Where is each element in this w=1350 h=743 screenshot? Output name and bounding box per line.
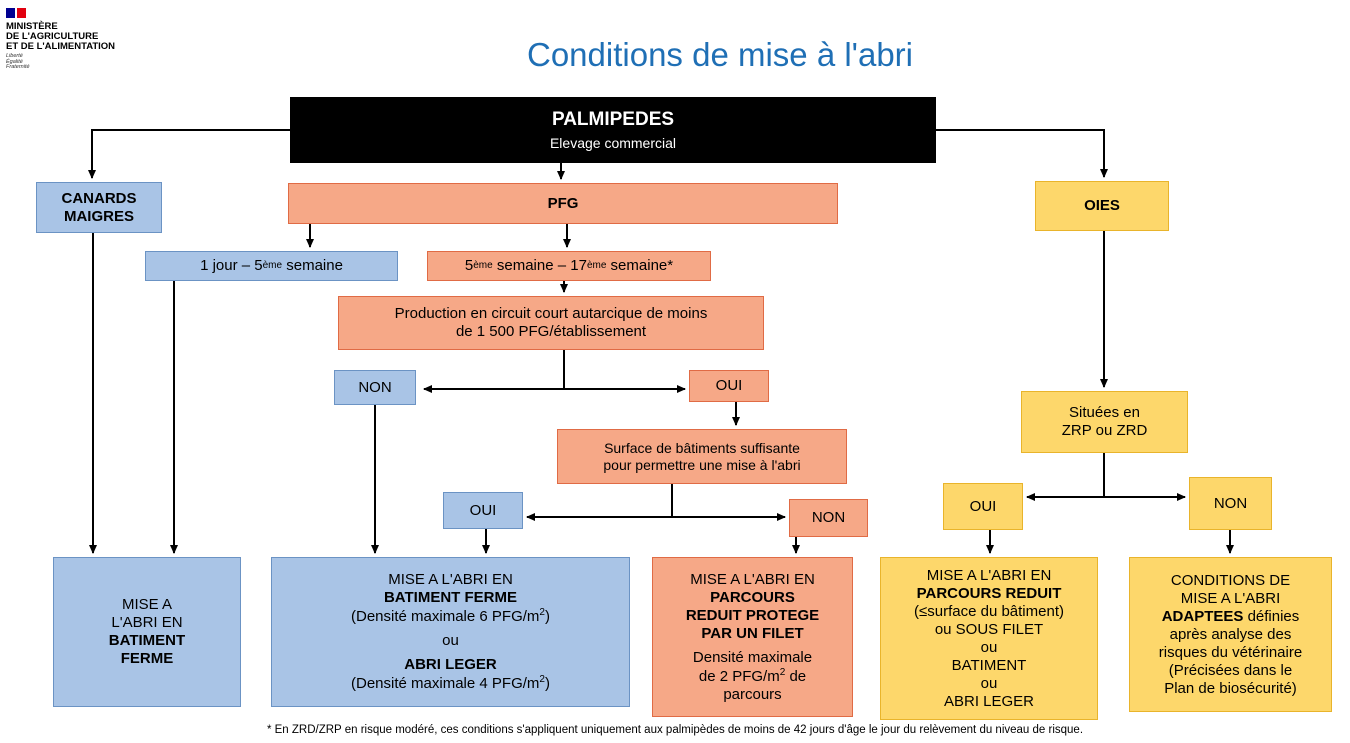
node-canards-maigres: CANARDS MAIGRES [36,182,162,233]
result-batiment-ferme-abri-leger: MISE A L'ABRI EN BATIMENT FERME (Densité… [271,557,630,707]
ministry-logo: MINISTÈRE DE L'AGRICULTURE ET DE L'ALIME… [6,8,166,88]
result-parcours-reduit-oies: MISE A L'ABRI EN PARCOURS REDUIT (≤surfa… [880,557,1098,720]
result-conditions-adaptees: CONDITIONS DE MISE A L'ABRI ADAPTEES déf… [1129,557,1332,712]
node-production-circuit-court: Production en circuit court autarcique d… [338,296,764,350]
root-node-palmipedes: PALMIPEDES Elevage commercial [290,97,936,163]
french-flag-icon [6,8,26,18]
node-surface-batiments: Surface de bâtiments suffisante pour per… [557,429,847,484]
node-non-situees: NON [1189,477,1272,530]
logo-name: MINISTÈRE DE L'AGRICULTURE ET DE L'ALIME… [6,21,116,52]
node-oui-surface: OUI [443,492,523,529]
node-non-production: NON [334,370,416,405]
footnote: * En ZRD/ZRP en risque modéré, ces condi… [266,724,1084,736]
page-title: Conditions de mise à l'abri [527,36,913,73]
result-parcours-reduit-filet: MISE A L'ABRI EN PARCOURS REDUIT PROTEGE… [652,557,853,717]
node-oies: OIES [1035,181,1169,231]
arrow-root-canards [88,129,290,179]
node-oui-production: OUI [689,370,769,402]
logo-motto: Liberté Égalité Fraternité [6,52,30,71]
node-oui-situees: OUI [943,483,1023,530]
node-situees-zrp-zrd: Situées en ZRP ou ZRD [1021,391,1188,453]
node-pfg: PFG [288,183,838,224]
result-batiment-ferme-canards: MISE A L'ABRI EN BATIMENT FERME [53,557,241,707]
node-non-surface: NON [789,499,868,537]
arrow-root-oies [936,129,1108,178]
